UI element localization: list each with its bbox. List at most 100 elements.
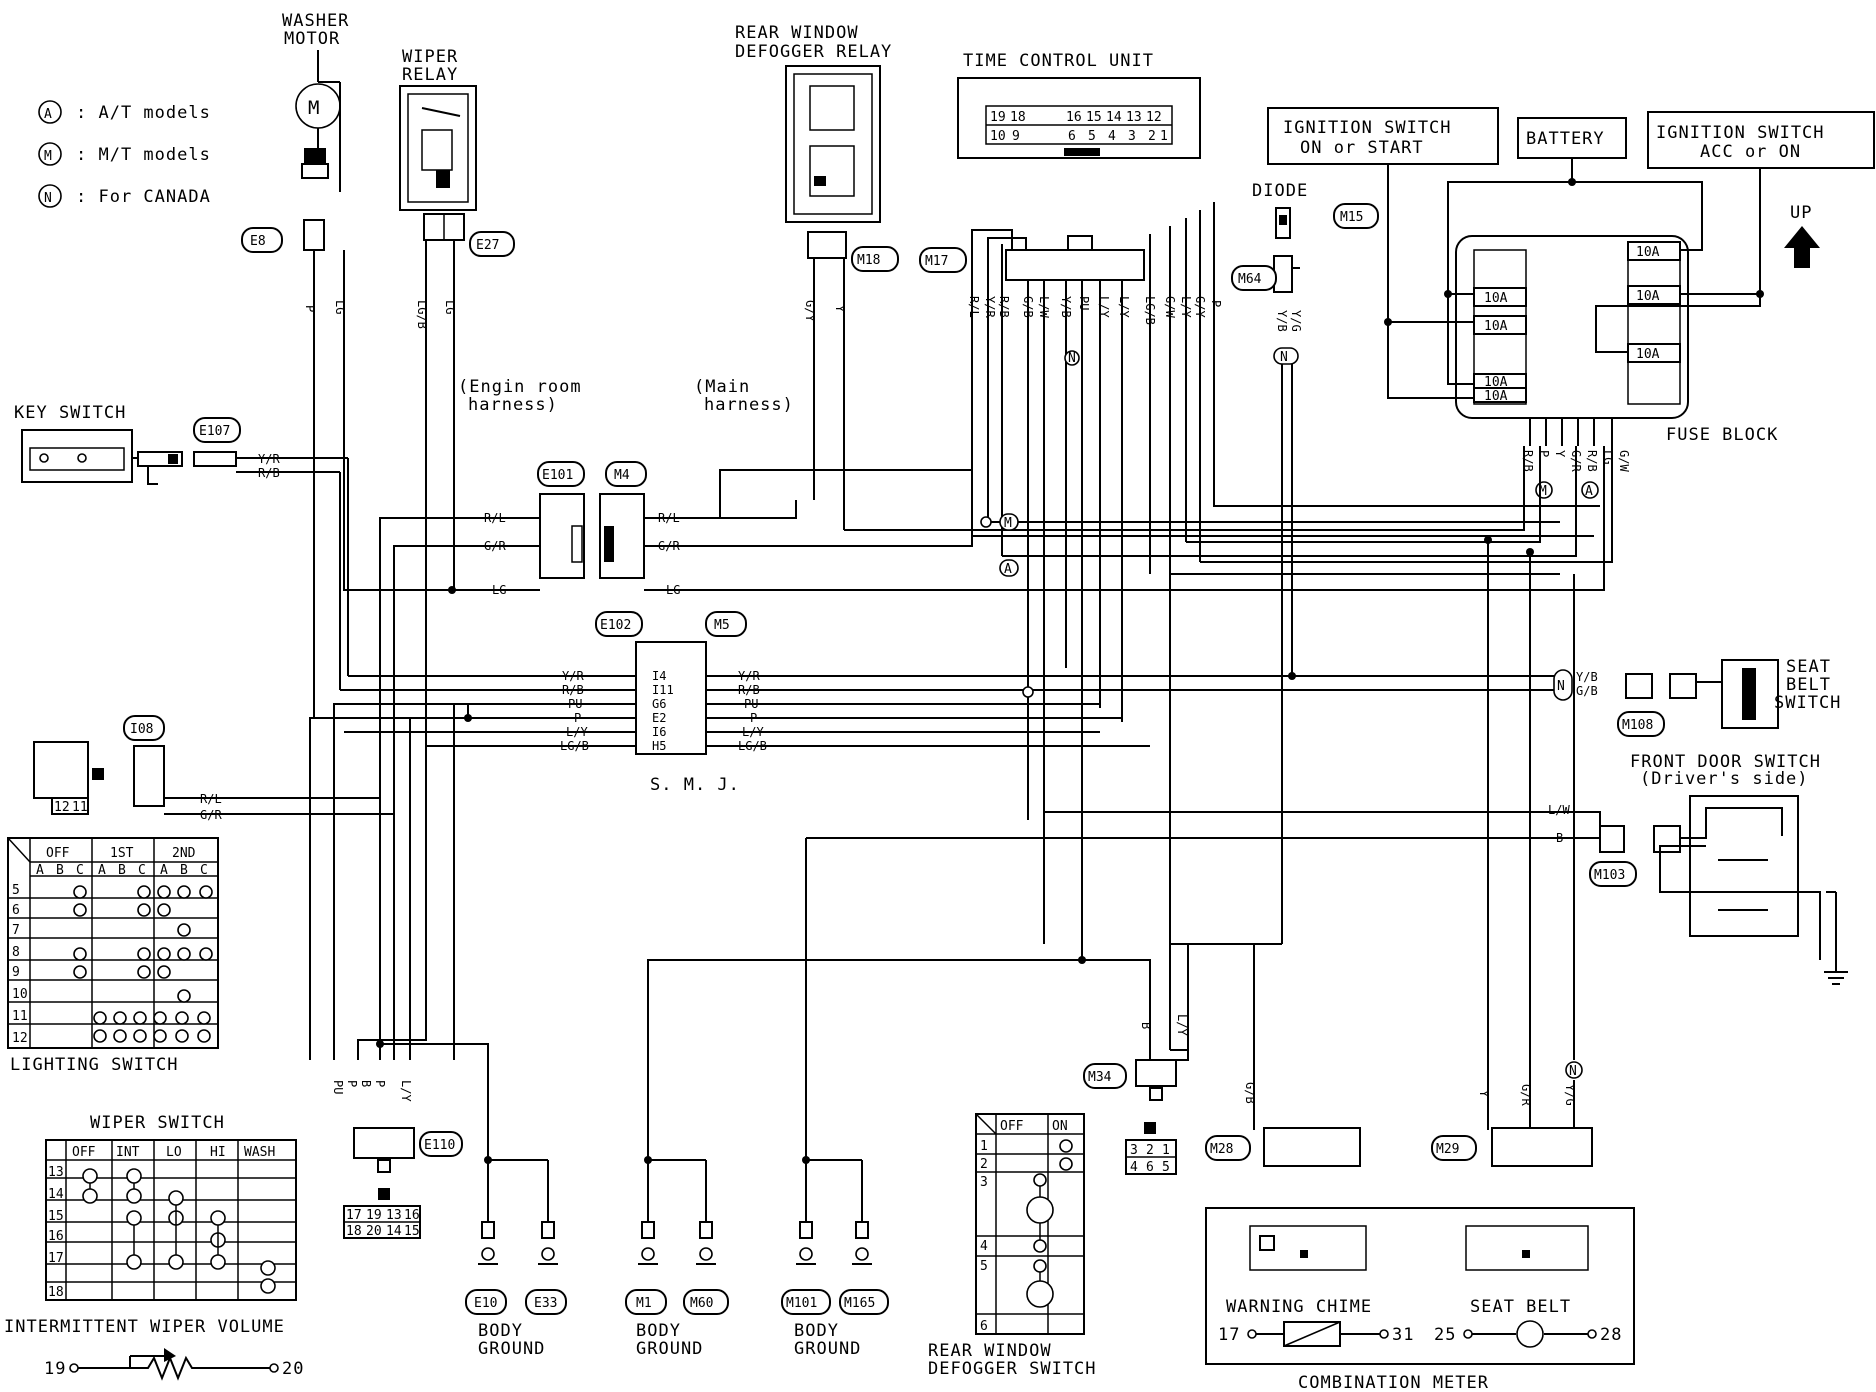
svg-text:16: 16 (48, 1229, 64, 1244)
svg-text:ON: ON (1052, 1119, 1068, 1134)
svg-text:GROUND: GROUND (478, 1339, 545, 1359)
svg-text:12: 12 (12, 1031, 28, 1046)
connector-m108: M108 (1617, 711, 1665, 737)
svg-text:(Driver's side): (Driver's side) (1640, 769, 1809, 789)
battery: BATTERY (1517, 117, 1627, 159)
connector-m103: M103 (1589, 861, 1637, 887)
svg-text:SEAT BELT: SEAT BELT (1470, 1297, 1571, 1317)
svg-text:E8: E8 (250, 234, 266, 249)
svg-text:A: A (160, 863, 168, 878)
connector-m15: M15 (1333, 203, 1379, 229)
svg-text:5: 5 (1162, 1160, 1170, 1175)
connector-m29: N Y G/R Y/G M29 (1431, 1061, 1593, 1167)
svg-text:M64: M64 (1238, 272, 1262, 287)
svg-text:10A: 10A (1636, 289, 1660, 304)
svg-text:M5: M5 (714, 618, 730, 633)
svg-text:Y: Y (1553, 450, 1567, 458)
key-switch: KEY SWITCH (14, 403, 237, 485)
svg-text:14: 14 (1106, 110, 1122, 125)
svg-text:5: 5 (1088, 129, 1096, 144)
svg-text:OFF: OFF (46, 846, 70, 861)
svg-text:13: 13 (48, 1165, 64, 1180)
svg-text:SWITCH: SWITCH (1774, 693, 1841, 713)
svg-text:P: P (1209, 300, 1223, 307)
wiper-switch-table: WIPER SWITCH OFF INT LO HI WASH 13 14 15… (45, 1113, 297, 1301)
svg-text:M28: M28 (1210, 1142, 1233, 1157)
svg-text:M4: M4 (614, 468, 630, 483)
svg-text:6: 6 (1068, 129, 1076, 144)
connector-m28: G/B M28 (1205, 944, 1361, 1167)
svg-text:B: B (359, 1080, 373, 1087)
svg-text:25: 25 (1434, 1325, 1456, 1345)
svg-text:ON or START: ON or START (1300, 138, 1424, 158)
svg-text:LO: LO (166, 1145, 182, 1160)
svg-text:10: 10 (990, 129, 1006, 144)
svg-text:E107: E107 (199, 424, 230, 439)
svg-text:FUSE BLOCK: FUSE BLOCK (1666, 425, 1778, 445)
svg-text:14: 14 (48, 1187, 64, 1202)
svg-text:S. M. J.: S. M. J. (650, 775, 740, 795)
connector-m34: B L/Y M34 3 2 1 4 6 5 (1082, 944, 1189, 1175)
lighting-switch-table: OFF 1ST 2ND A B C A B C A B C 5 6 7 8 9 … (7, 837, 219, 1075)
svg-text:10A: 10A (1484, 319, 1508, 334)
svg-text:BATTERY: BATTERY (1526, 129, 1605, 149)
svg-text:B: B (56, 863, 64, 878)
svg-text:IGNITION SWITCH: IGNITION SWITCH (1283, 118, 1452, 138)
svg-text:17: 17 (346, 1208, 362, 1223)
svg-text:M: M (308, 97, 321, 119)
svg-text:P: P (373, 1080, 387, 1087)
svg-text:3: 3 (1130, 1143, 1138, 1158)
svg-text:9: 9 (12, 965, 20, 980)
svg-text:M18: M18 (857, 253, 880, 268)
svg-text:LG: LG (443, 300, 457, 314)
svg-text:5: 5 (12, 883, 20, 898)
svg-text:B: B (118, 863, 126, 878)
svg-text:28: 28 (1600, 1325, 1622, 1345)
svg-text:3: 3 (980, 1175, 988, 1190)
svg-text:Y: Y (833, 305, 847, 313)
rear-defogger-switch: OFF ON 1 2 3 4 5 6 REAR WINDOW DEFOGGER … (928, 1113, 1097, 1379)
svg-text:15: 15 (1086, 110, 1102, 125)
svg-text:2: 2 (1148, 129, 1156, 144)
svg-text:G/W: G/W (1617, 450, 1631, 472)
svg-text:PU: PU (331, 1080, 345, 1094)
svg-text:E110: E110 (424, 1138, 455, 1153)
svg-text:FRONT DOOR SWITCH: FRONT DOOR SWITCH (1630, 752, 1821, 772)
seat-belt-switch: N Y/B G/B SEAT BELT SWITCH (1553, 657, 1841, 729)
svg-text:SEAT: SEAT (1786, 657, 1831, 677)
svg-text:11: 11 (72, 800, 88, 815)
diode: DIODE Y/B Y/G N (1252, 181, 1307, 944)
legend-mt: : M/T models (76, 145, 211, 165)
svg-text:19: 19 (366, 1208, 382, 1223)
main-harness-label: (Main (694, 377, 750, 397)
svg-text:18: 18 (1010, 110, 1026, 125)
body-ground-3: M101 M165 BODY GROUND (781, 1156, 889, 1359)
svg-text:4: 4 (1130, 1160, 1138, 1175)
svg-text:12: 12 (54, 800, 70, 815)
svg-text:WASH: WASH (244, 1145, 275, 1160)
svg-text:DEFOGGER SWITCH: DEFOGGER SWITCH (928, 1359, 1097, 1379)
svg-text:M15: M15 (1340, 210, 1363, 225)
svg-text:M: M (44, 149, 52, 164)
connector-m64: M64 (1231, 265, 1277, 291)
svg-text:10A: 10A (1636, 347, 1660, 362)
svg-text:16: 16 (1066, 110, 1082, 125)
svg-text:P: P (345, 1080, 359, 1087)
svg-text:6: 6 (12, 903, 20, 918)
smj-wires (309, 270, 1566, 1060)
svg-text:10: 10 (12, 987, 28, 1002)
svg-text:C: C (76, 863, 84, 878)
svg-text:12: 12 (1146, 110, 1162, 125)
svg-text:WARNING CHIME: WARNING CHIME (1226, 1297, 1372, 1317)
smj: E102 M5 S. M. J. I4 I11 G6 E2 I6 H5 Y/R … (560, 611, 767, 795)
svg-text:1: 1 (1160, 129, 1168, 144)
svg-text:M103: M103 (1594, 868, 1625, 883)
svg-text:A: A (98, 863, 106, 878)
connector-e8: E8 (241, 227, 283, 253)
svg-text:11: 11 (12, 1009, 28, 1024)
svg-text:10A: 10A (1484, 291, 1508, 306)
svg-text:I11: I11 (652, 683, 674, 697)
svg-text:P: P (1537, 450, 1551, 457)
svg-text:M17: M17 (925, 254, 948, 269)
svg-text:E101: E101 (542, 468, 573, 483)
